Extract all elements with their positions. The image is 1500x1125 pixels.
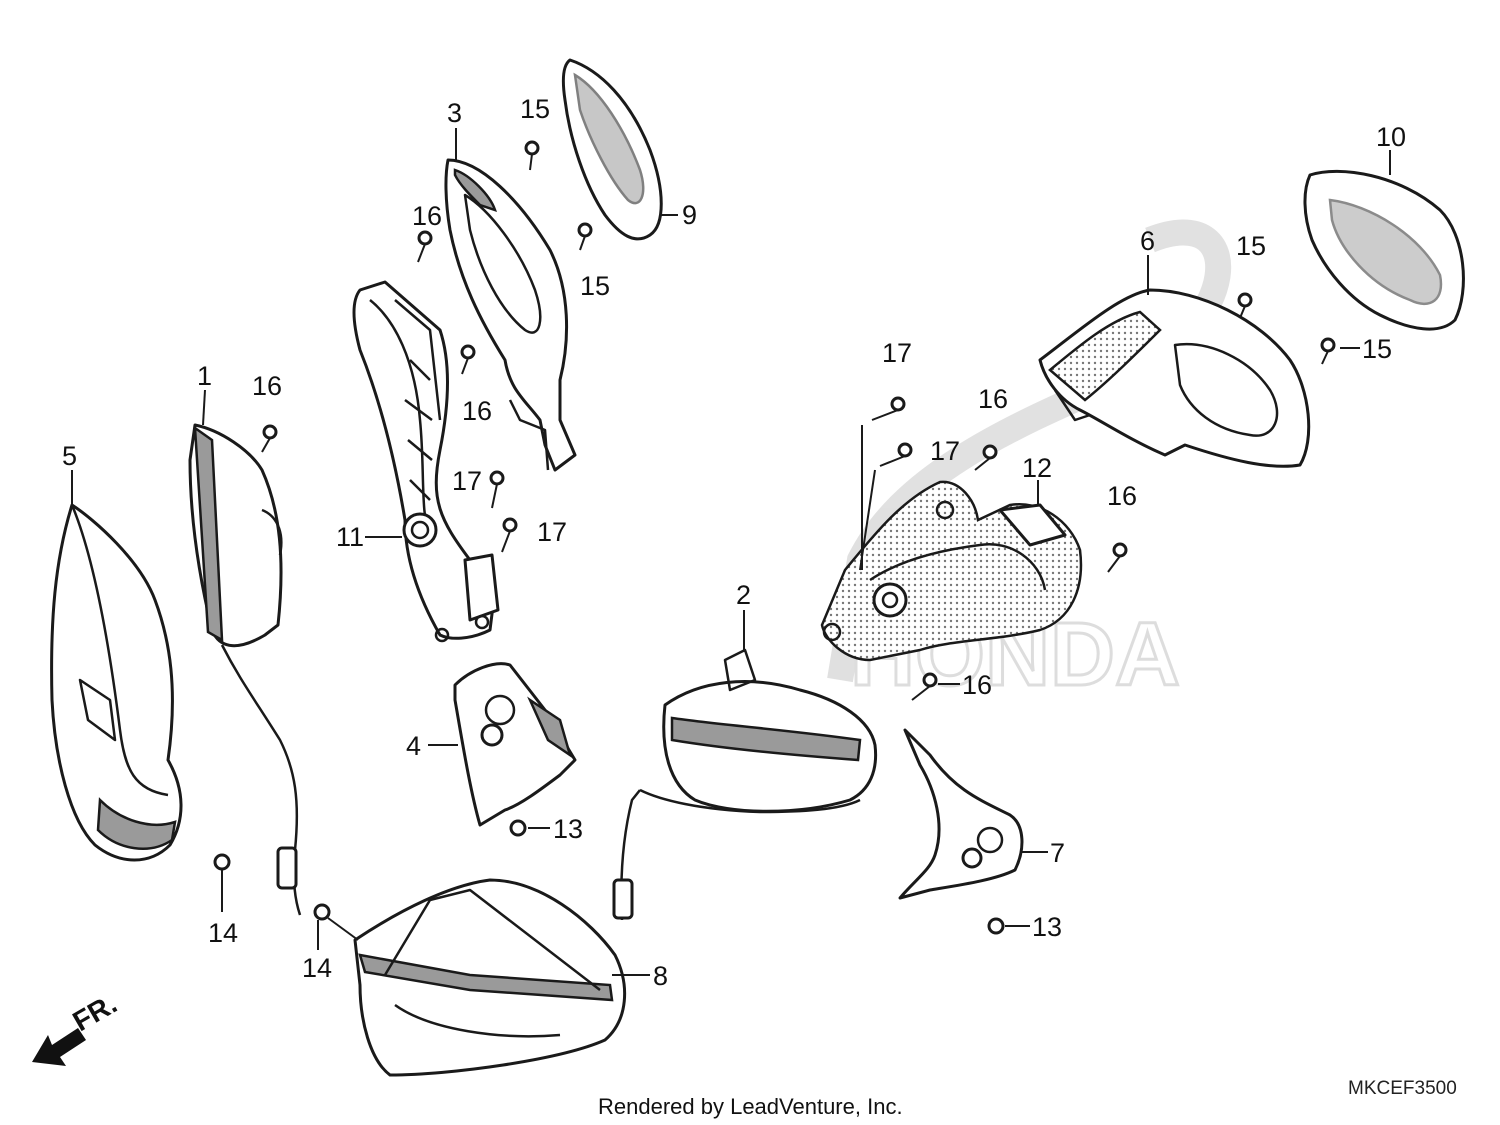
part-7-right-lower-bracket[interactable] bbox=[898, 728, 1024, 900]
bolt-17-a[interactable] bbox=[489, 470, 505, 509]
screw-14-b[interactable] bbox=[313, 903, 359, 941]
callout-10: 10 bbox=[1376, 122, 1406, 152]
bolt-17-c[interactable] bbox=[871, 396, 906, 421]
callout-16-d: 16 bbox=[978, 384, 1008, 414]
callout-16-a: 16 bbox=[252, 371, 282, 401]
diagram-code: MKCEF3500 bbox=[1348, 1078, 1457, 1099]
front-arrow-icon bbox=[32, 1028, 86, 1066]
callout-4: 4 bbox=[406, 731, 421, 761]
callout-5: 5 bbox=[62, 441, 77, 471]
part-1-signal-unit[interactable] bbox=[188, 423, 302, 916]
callout-13-a: 13 bbox=[553, 814, 583, 844]
callout-15-c: 15 bbox=[1236, 231, 1266, 261]
part-6-right-inner-frame[interactable] bbox=[1038, 288, 1311, 468]
part-11-mirror-bracket[interactable] bbox=[352, 280, 500, 643]
callout-15-b: 15 bbox=[580, 271, 610, 301]
bolt-16-top[interactable] bbox=[417, 230, 433, 263]
screw-13-a[interactable] bbox=[509, 819, 527, 837]
part-4-lower-bracket[interactable] bbox=[453, 662, 577, 827]
callout-9: 9 bbox=[682, 200, 697, 230]
callout-13-b: 13 bbox=[1032, 912, 1062, 942]
callout-8: 8 bbox=[653, 961, 668, 991]
screw-15-b[interactable] bbox=[577, 222, 593, 251]
callout-16-f: 16 bbox=[962, 670, 992, 700]
part-9-mirror-glass[interactable] bbox=[561, 58, 663, 241]
bolt-16-e[interactable] bbox=[911, 672, 938, 701]
callout-15-a: 15 bbox=[520, 94, 550, 124]
callout-16-c: 16 bbox=[462, 396, 492, 426]
bolt-16-mid[interactable] bbox=[460, 344, 476, 375]
part-12-right-bracket[interactable] bbox=[820, 480, 1083, 662]
part-8-lower-cover[interactable] bbox=[353, 878, 627, 1077]
callout-16-b: 16 bbox=[412, 201, 442, 231]
screw-13-b[interactable] bbox=[987, 917, 1005, 935]
screw-15-c[interactable] bbox=[1237, 292, 1253, 319]
callout-17-a: 17 bbox=[452, 466, 482, 496]
screw-15-a[interactable] bbox=[524, 140, 540, 171]
bolt-17-b[interactable] bbox=[501, 517, 518, 553]
leader-lines bbox=[71, 128, 1391, 976]
screw-14-a[interactable] bbox=[213, 853, 231, 871]
callout-11: 11 bbox=[336, 522, 364, 552]
callout-16-e: 16 bbox=[1107, 481, 1137, 511]
callout-2: 2 bbox=[736, 580, 751, 610]
part-3-inner-frame[interactable] bbox=[444, 158, 577, 472]
fasteners bbox=[213, 140, 1336, 941]
callout-17-d: 17 bbox=[930, 436, 960, 466]
callout-7: 7 bbox=[1050, 838, 1065, 868]
callout-3: 3 bbox=[447, 98, 462, 128]
callout-6: 6 bbox=[1140, 226, 1155, 256]
bolt-16-left[interactable] bbox=[261, 424, 278, 453]
callout-1: 1 bbox=[197, 361, 212, 391]
bolt-16-d[interactable] bbox=[1107, 542, 1128, 573]
bolt-17-d[interactable] bbox=[879, 442, 913, 467]
front-direction-indicator: FR. bbox=[32, 988, 122, 1066]
bolt-16-c[interactable] bbox=[974, 444, 998, 471]
callout-14-b: 14 bbox=[302, 953, 332, 983]
callout-15-d: 15 bbox=[1362, 334, 1392, 364]
callout-labels: 5 1 16 3 15 16 15 9 16 17 17 11 4 13 2 1… bbox=[62, 94, 1406, 991]
callout-17-b: 17 bbox=[537, 517, 567, 547]
screw-15-d[interactable] bbox=[1320, 337, 1336, 365]
render-credit: Rendered by LeadVenture, Inc. bbox=[598, 1094, 903, 1119]
callout-14-a: 14 bbox=[208, 918, 238, 948]
part-5-mirror-cover[interactable] bbox=[50, 503, 183, 862]
part-2-turn-signal[interactable] bbox=[612, 648, 878, 921]
callout-17-c: 17 bbox=[882, 338, 912, 368]
callout-12: 12 bbox=[1022, 453, 1052, 483]
part-10-right-mirror-glass[interactable] bbox=[1303, 169, 1465, 331]
